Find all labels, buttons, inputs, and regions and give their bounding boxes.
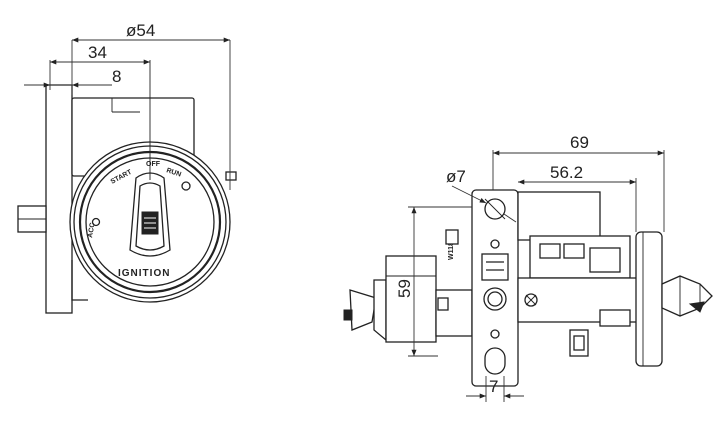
knob-tip <box>661 275 713 317</box>
slot-bottom <box>484 347 506 375</box>
acc-label: ACC <box>87 222 97 238</box>
dim-hole-label: ø7 <box>446 167 466 186</box>
side-dimensions: 69 56.2 ø7 59 7 <box>395 133 665 402</box>
plate-text: W1180 <box>448 238 455 260</box>
dim-width-label: 34 <box>88 43 107 62</box>
ignition-label: IGNITION <box>118 268 170 279</box>
switch-body <box>517 191 601 241</box>
connector-nose <box>349 289 377 331</box>
mounting-plate <box>45 84 73 314</box>
dim-body-label: 56.2 <box>550 163 583 182</box>
run-label: RUN <box>165 167 182 178</box>
dim-line-hole <box>451 185 487 204</box>
front-view: IGNITION START RUN ACC OFF <box>17 60 237 314</box>
dim-length-label: 69 <box>570 133 589 152</box>
mount-hole-top <box>484 198 506 220</box>
dim-diameter-label: ø54 <box>126 21 155 40</box>
side-view: W1180 <box>343 189 713 387</box>
off-label: OFF <box>146 161 161 168</box>
dim-flange-label: 7 <box>489 377 498 396</box>
front-dimensions: ø54 34 8 <box>24 21 231 190</box>
dim-offset-label: 8 <box>112 67 121 86</box>
front-flange <box>635 231 663 367</box>
dim-height-label: 59 <box>395 279 414 298</box>
left-body <box>385 255 437 343</box>
indicator-dot <box>181 181 191 191</box>
